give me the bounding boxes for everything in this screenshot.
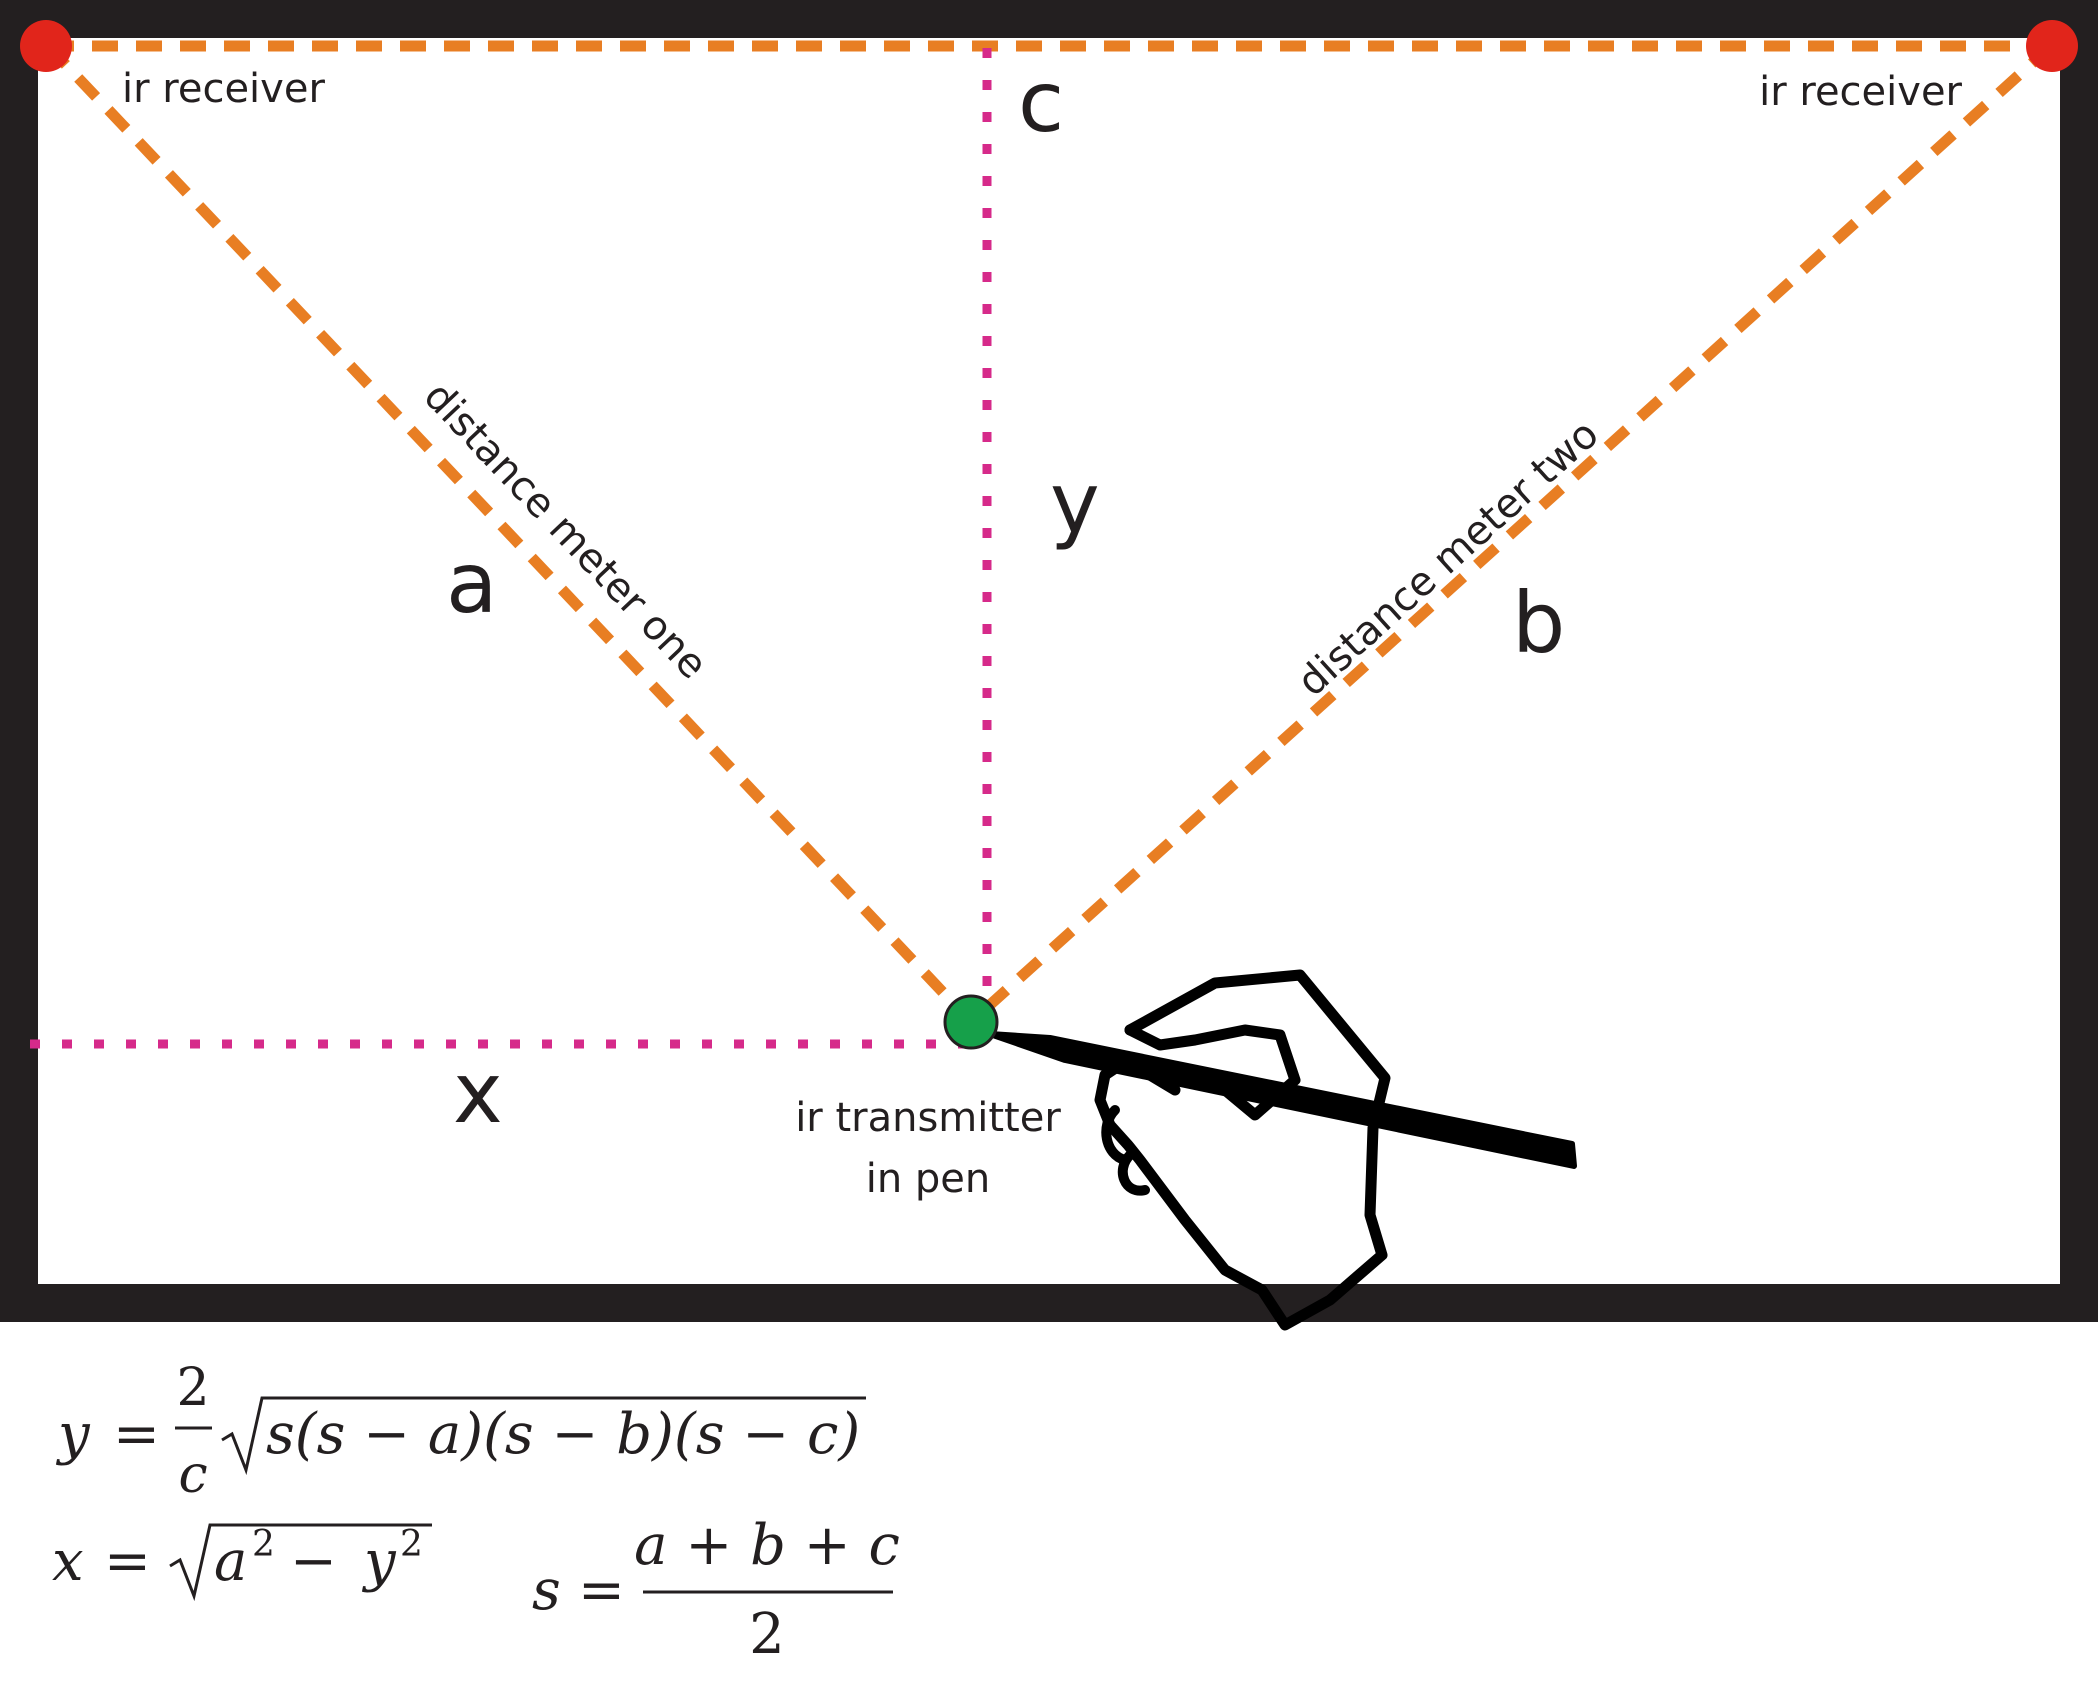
formula-x-exp-y: 2 [400,1524,423,1565]
formula-x-eq: = [104,1529,151,1594]
transmitter-label-line1: ir transmitter [795,1095,1061,1141]
formula-y-num: 2 [176,1358,209,1418]
formula-y-eq: = [113,1402,160,1467]
formula-x-sqrt [169,1523,432,1602]
distance-line-b [967,41,2055,1027]
formula-s: s = a + b + c 2 [532,1513,900,1667]
distance-line-a [44,42,975,1026]
formula-y: y = 2 c s(s − a)(s − b)(s − c) [55,1358,866,1505]
formula-s-lhs: s [532,1558,561,1623]
formula-s-den: 2 [749,1602,785,1667]
formula-x-y: y [361,1529,397,1594]
formula-x: x = a 2 − y 2 [52,1523,432,1602]
transmitter-label-line2: in pen [866,1156,991,1202]
formula-x-minus: − [290,1529,337,1594]
coord-y-label: y [1050,454,1100,552]
formula-y-radicand: s(s − a)(s − b)(s − c) [266,1402,860,1467]
formula-x-a: a [214,1529,247,1594]
formula-y-sqrt [221,1396,866,1476]
distance-meter-one-label: distance meter one [415,373,716,688]
receiver-right-label: ir receiver [1759,69,1962,115]
formula-x-lhs: x [52,1529,84,1594]
receiver-right-dot [2026,20,2078,72]
pen-hand-icon [987,969,1577,1331]
formula-x-exp-a: 2 [252,1524,275,1565]
coord-x-label: x [453,1044,503,1142]
formula-s-eq: = [578,1558,625,1623]
side-c-label: c [1018,53,1064,151]
formula-s-num: a + b + c [634,1513,900,1578]
transmitter-dot [943,994,999,1050]
formula-y-den: c [178,1445,207,1505]
side-b-label: b [1512,574,1565,672]
formula-y-lhs: y [55,1402,91,1467]
receiver-left-dot [20,20,72,72]
side-a-label: a [446,534,497,632]
receiver-left-label: ir receiver [122,66,325,112]
whiteboard-frame [0,0,2098,1322]
